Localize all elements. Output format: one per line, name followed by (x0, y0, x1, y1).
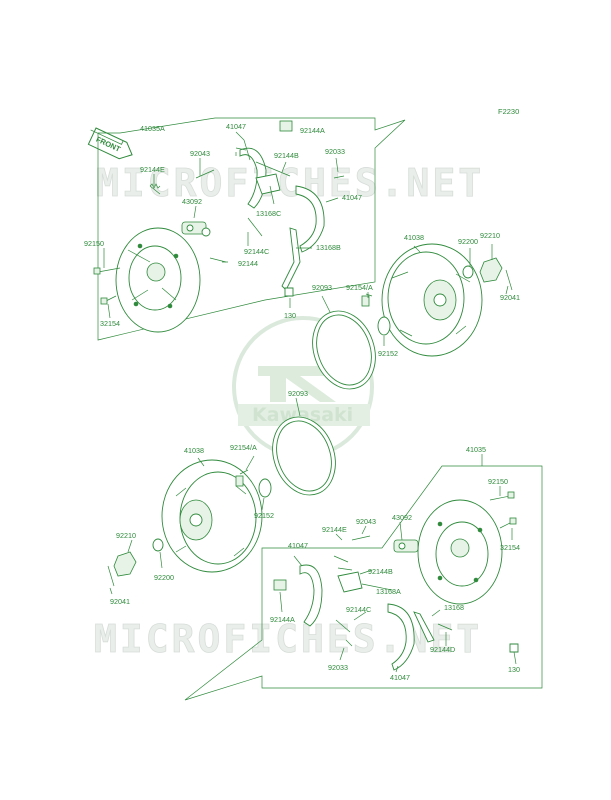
label-92152-top: 92152 (378, 349, 398, 358)
label-92043-bottom: 92043 (356, 517, 376, 526)
springs-bottom (333, 535, 453, 647)
label-92144e-top: 92144E (140, 165, 165, 174)
label-43092-top: 43092 (182, 197, 202, 206)
adjuster-13168c (255, 173, 281, 195)
label-92033-bottom: 92033 (328, 663, 348, 672)
label-130-bottom: 130 (508, 665, 520, 674)
brake-shoe-bottom-right (387, 603, 415, 671)
label-92154a-top: 92154/A (346, 283, 373, 292)
lever-13168b (281, 227, 301, 291)
top-assembly-outline (97, 117, 406, 341)
label-41035a: 41035A (140, 124, 165, 133)
bottom-assembly-outline (184, 465, 543, 701)
label-92150-bottom: 92150 (488, 477, 508, 486)
label-92154a-bottom: 92154/A (230, 443, 257, 452)
adjuster-13168a (337, 571, 363, 593)
front-arrow-icon: FRONT (87, 127, 133, 160)
brake-drum-bottom (161, 459, 263, 573)
label-32154-bottom: 32154 (500, 543, 520, 552)
label-41047-top: 41047 (226, 122, 246, 131)
label-92210-top: 92210 (480, 231, 500, 240)
clip-92144a-bottom (273, 579, 287, 591)
label-92144c-bottom: 92144C (346, 605, 371, 614)
label-92144e-bottom: 92144E (322, 525, 347, 534)
label-13168c: 13168C (256, 209, 281, 218)
label-92152-bottom: 92152 (254, 511, 274, 520)
backing-plate-top (115, 227, 201, 333)
label-92144b-bottom: 92144B (368, 567, 393, 576)
seal-92152-bottom (258, 478, 272, 498)
bolt-92150-bottom (489, 491, 515, 501)
label-41038-top: 41038 (404, 233, 424, 242)
bolt-130-bottom (509, 643, 519, 653)
wheel-cylinder-bottom (393, 539, 419, 553)
washer-92200-top (462, 265, 474, 279)
pin-92041-bottom (107, 565, 115, 587)
drum-ring-92093-bottom (272, 416, 336, 496)
brake-drum-top (381, 243, 483, 357)
pin-92041-top (505, 269, 513, 291)
lever-13168 (413, 611, 435, 643)
label-92093-top: 92093 (312, 283, 332, 292)
label-41047-bottom-right: 41047 (390, 673, 410, 682)
label-13168a: 13168A (376, 587, 401, 596)
nut-92210-bottom (113, 551, 137, 577)
label-92144: 92144 (238, 259, 258, 268)
wheel-cylinder-top (181, 221, 211, 237)
drum-ring-92093-top (312, 310, 376, 390)
label-92033-top: 92033 (325, 147, 345, 156)
label-92093-middle: 92093 (288, 389, 308, 398)
label-41038-bottom: 41038 (184, 446, 204, 455)
part-labels: 41035A 41047 92144A 92144E 92043 92144B … (84, 122, 520, 682)
label-41035: 41035 (466, 445, 486, 454)
seal-92152-top (377, 316, 391, 336)
watermark-bottom: MICROFICHES.NET (94, 617, 482, 661)
backing-plate-bottom (417, 499, 503, 605)
label-92144b-top: 92144B (274, 151, 299, 160)
leader-lines (103, 131, 517, 673)
label-92200-bottom: 92200 (154, 573, 174, 582)
label-92144a-bottom: 92144A (270, 615, 295, 624)
label-43092-bottom: 43092 (392, 513, 412, 522)
bolt-92150-top (93, 267, 121, 275)
brake-shoe-top-right (295, 185, 325, 253)
label-13168b: 13168B (316, 243, 341, 252)
clip-92144a-top (279, 120, 293, 132)
label-92043-top: 92043 (190, 149, 210, 158)
bleeder-32154-top (100, 295, 117, 305)
label-92041-top: 92041 (500, 293, 520, 302)
stud-92154a-bottom (235, 469, 249, 487)
label-13168: 13168 (444, 603, 464, 612)
kawasaki-logo-text: Kawasaki (252, 404, 353, 426)
stud-92154a-top (361, 293, 373, 307)
nut-92210-top (479, 257, 503, 283)
label-92200-top: 92200 (458, 237, 478, 246)
label-41047-top-right: 41047 (342, 193, 362, 202)
bolt-130-top (284, 287, 294, 297)
label-92144d: 92144D (430, 645, 455, 654)
label-92144c-top: 92144C (244, 247, 269, 256)
diagram-code: F2230 (498, 107, 519, 116)
label-92041-bottom: 92041 (110, 597, 130, 606)
bleeder-32154-bottom (499, 517, 517, 529)
springs-top (149, 161, 345, 263)
label-130-top: 130 (284, 311, 296, 320)
label-92150-top: 92150 (84, 239, 104, 248)
washer-92200-bottom (152, 538, 164, 552)
brake-shoe-bottom-left (299, 564, 323, 627)
watermark-top: MICROFICHES.NET (96, 161, 484, 205)
label-92144a-top: 92144A (300, 126, 325, 135)
label-92210-bottom: 92210 (116, 531, 136, 540)
label-32154-top: 32154 (100, 319, 120, 328)
label-41047-bottom: 41047 (288, 541, 308, 550)
